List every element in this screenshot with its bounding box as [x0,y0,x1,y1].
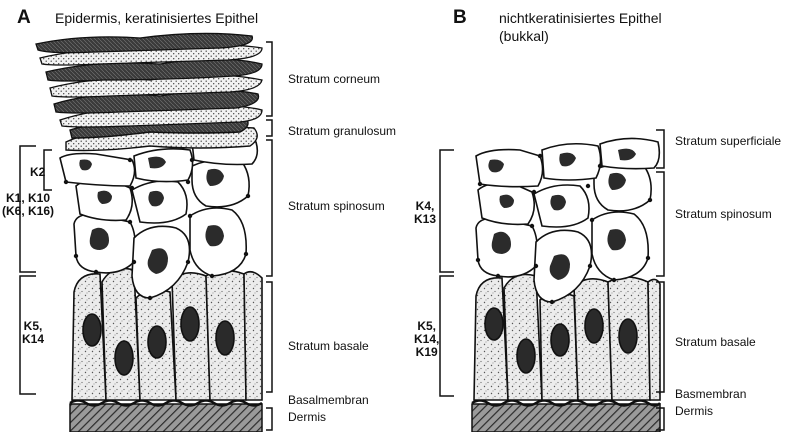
panel-b-title-line2: (bukkal) [499,28,549,44]
keratin-k2-label: K2 [30,166,45,179]
label-dermis-b: Dermis [675,404,713,418]
panel-b-letter: B [453,7,467,29]
dermis-block-a [70,404,262,432]
dermis-block-b [472,404,660,432]
label-stratum-basale-a: Stratum basale [288,339,369,353]
label-basmembran: Basmembran [675,387,746,401]
panel-b-title-line1: nichtkeratinisiertes Epithel [499,10,662,26]
label-stratum-spinosum-b: Stratum spinosum [675,207,772,221]
panel-a-letter: A [17,7,31,29]
label-basalmembran: Basalmembran [288,393,369,407]
label-dermis-a: Dermis [288,410,326,424]
label-stratum-spinosum-a: Stratum spinosum [288,199,385,213]
corneum-layers-a [36,33,262,127]
label-stratum-basale-b: Stratum basale [675,335,756,349]
keratin-brackets-b [440,150,454,396]
panel-b-art [440,130,664,432]
keratin-spinous-label-a: K1, K10 (K6, K16) [2,192,54,218]
layer-brackets-a [266,42,272,430]
keratin-basal-label-b: K5, K14, K19 [414,320,439,359]
label-stratum-granulosum: Stratum granulosum [288,124,396,138]
keratin-brackets-a [20,146,52,394]
label-stratum-superficiale: Stratum superficiale [675,134,781,148]
keratin-spinous-label-b: K4, K13 [414,200,436,226]
label-stratum-corneum: Stratum corneum [288,72,380,86]
panel-a-title: Epidermis, keratinisiertes Epithel [55,10,258,26]
panel-a-art [20,33,272,432]
keratin-basal-label-a: K5, K14 [22,320,44,346]
